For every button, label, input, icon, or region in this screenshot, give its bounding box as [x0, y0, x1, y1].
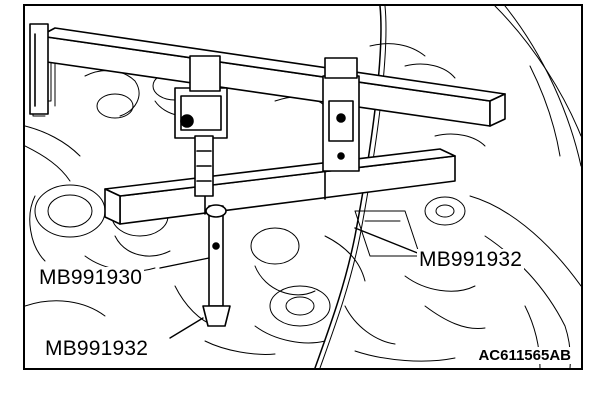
lower-crossbar: [104, 148, 456, 225]
figure-code: AC611565AB: [476, 347, 573, 364]
hanger-rod: [202, 204, 231, 327]
leader-lines: [159, 227, 421, 339]
callout-mb991930: MB991930: [37, 266, 145, 289]
right-clamp: [322, 57, 360, 172]
callout-mb991932-bottom: MB991932: [43, 337, 151, 360]
figure-frame: MB991930 MB991932 MB991932 AC611565AB: [23, 4, 583, 370]
center-clamp-mb991930: [174, 55, 228, 197]
engine-bay-illustration: [25, 6, 581, 368]
upper-crossbar: [29, 23, 506, 127]
callout-mb991932-right: MB991932: [417, 248, 525, 271]
